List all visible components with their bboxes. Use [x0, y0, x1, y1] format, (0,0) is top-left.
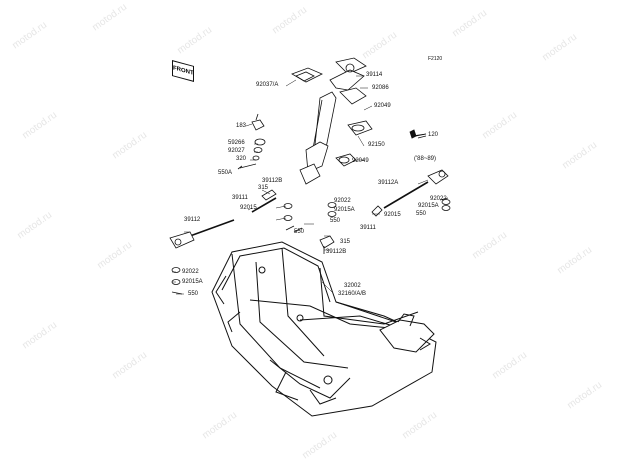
bolt-120 [409, 129, 427, 139]
part-label: 92049 [352, 158, 369, 164]
part-label: 32002 [344, 283, 361, 289]
part-label: 315 [340, 239, 351, 245]
part-label: 39112 [184, 217, 201, 223]
part-label: 92150 [368, 142, 385, 148]
frame [211, 241, 437, 417]
part-label: 550 [188, 291, 199, 297]
upper-left-hardware [237, 113, 266, 170]
part-label: 59266 [228, 140, 245, 146]
part-label: 39114 [366, 72, 383, 78]
part-label: 39112B [326, 249, 347, 255]
leader-lines [172, 75, 429, 295]
part-label: 92022 [182, 269, 199, 275]
part-label: 39111 [360, 225, 376, 231]
part-label: 32160/A/B [338, 291, 367, 297]
part-label: 315 [258, 185, 269, 191]
part-label: 39112B [262, 178, 283, 184]
part-label: 550 [416, 211, 427, 217]
part-label: 92027 [228, 148, 245, 154]
bushing [335, 120, 373, 167]
part-label: 92015 [240, 205, 257, 211]
part-label: 92015A [182, 279, 203, 285]
center-linkage [251, 189, 337, 254]
part-label: 92015 [384, 212, 401, 218]
part-label: 92022 [430, 196, 447, 202]
part-label: 92022 [334, 198, 351, 204]
part-label: 39111 [232, 195, 248, 201]
part-label: 92015A [418, 203, 439, 209]
part-label: 183 [236, 123, 247, 129]
part-label: 550A [218, 170, 233, 176]
diagram-code: F2120 [428, 56, 443, 62]
part-label: 92049 [374, 103, 391, 109]
part-label: 92015A [334, 207, 355, 213]
part-label: ('88~89) [414, 156, 436, 162]
stem-clamp [291, 57, 367, 105]
part-label: 92086 [372, 85, 389, 91]
right-tie-rod [371, 169, 451, 217]
left-tie-rod [169, 219, 235, 295]
part-label: 320 [236, 156, 247, 162]
part-label: 550 [330, 218, 341, 224]
part-label: 39112A [378, 180, 399, 186]
part-label: 550 [294, 229, 305, 235]
steering-shaft [299, 91, 337, 185]
part-label: 120 [428, 132, 439, 138]
part-label: 92037/A [256, 82, 279, 88]
